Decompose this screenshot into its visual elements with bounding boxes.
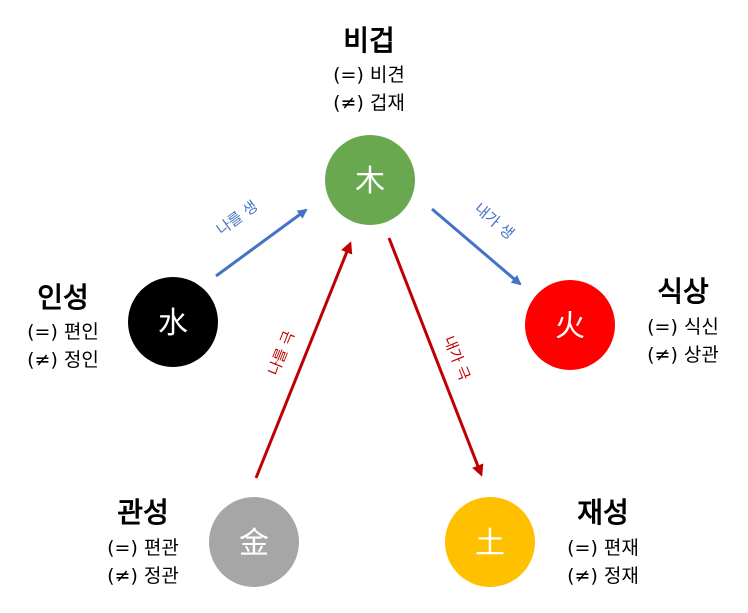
arrow-water-to-wood: [215, 208, 308, 278]
group-siksang-title: 식상: [657, 275, 709, 308]
arrow-label-water-to-wood: 나를 생: [213, 197, 261, 239]
group-jaeseong-diff: (≠) 정재: [567, 565, 639, 587]
group-gwanseong-title: 관성: [117, 496, 169, 529]
group-bigeop-same: (=) 비견: [333, 64, 405, 86]
metal-node: 金: [209, 497, 299, 587]
group-gwanseong: 관성 (=) 편관 (≠) 정관: [107, 496, 179, 587]
water-circle: [128, 277, 218, 367]
group-bigeop-title: 비겁: [343, 24, 395, 57]
group-jaeseong-same: (=) 편재: [567, 537, 639, 559]
group-insung-diff: (≠) 정인: [27, 349, 99, 371]
group-jaeseong-title: 재성: [577, 496, 629, 529]
group-insung-same: (=) 편인: [27, 321, 99, 343]
group-jaeseong: 재성 (=) 편재 (≠) 정재: [567, 496, 639, 587]
arrow-label-wood-to-earth: 내가 극: [440, 333, 474, 383]
fire-glyph: 火: [555, 309, 585, 344]
metal-glyph: 金: [239, 526, 269, 561]
fire-circle: [525, 280, 615, 370]
group-siksang-diff: (≠) 상관: [647, 344, 719, 366]
arrow-wood-to-fire: [431, 207, 522, 286]
water-node: 水: [128, 277, 218, 367]
wood-glyph: 木: [355, 164, 385, 199]
group-insung: 인성 (=) 편인 (≠) 정인: [27, 281, 99, 371]
metal-circle: [209, 497, 299, 587]
group-gwanseong-same: (=) 편관: [107, 537, 179, 559]
group-siksang-same: (=) 식신: [647, 316, 719, 338]
wood-circle: [325, 135, 415, 225]
earth-node: 土: [445, 497, 535, 587]
arrow-metal-to-wood: [254, 241, 353, 479]
arrow-label-wood-to-fire: 내가 생: [471, 199, 518, 242]
arrow-label-metal-to-wood: 나를 극: [264, 328, 298, 378]
wood-node: 木: [325, 135, 415, 225]
group-siksang: 식상 (=) 식신 (≠) 상관: [647, 275, 719, 366]
fire-node: 火: [525, 280, 615, 370]
water-glyph: 水: [158, 306, 188, 341]
group-gwanseong-diff: (≠) 정관: [107, 565, 179, 587]
group-insung-title: 인성: [37, 281, 89, 314]
arrow-wood-to-earth: [387, 237, 484, 477]
earth-glyph: 土: [475, 526, 505, 561]
group-bigeop-diff: (≠) 겁재: [333, 92, 405, 114]
group-bigeop: 비겁 (=) 비견 (≠) 겁재: [333, 24, 405, 114]
earth-circle: [445, 497, 535, 587]
